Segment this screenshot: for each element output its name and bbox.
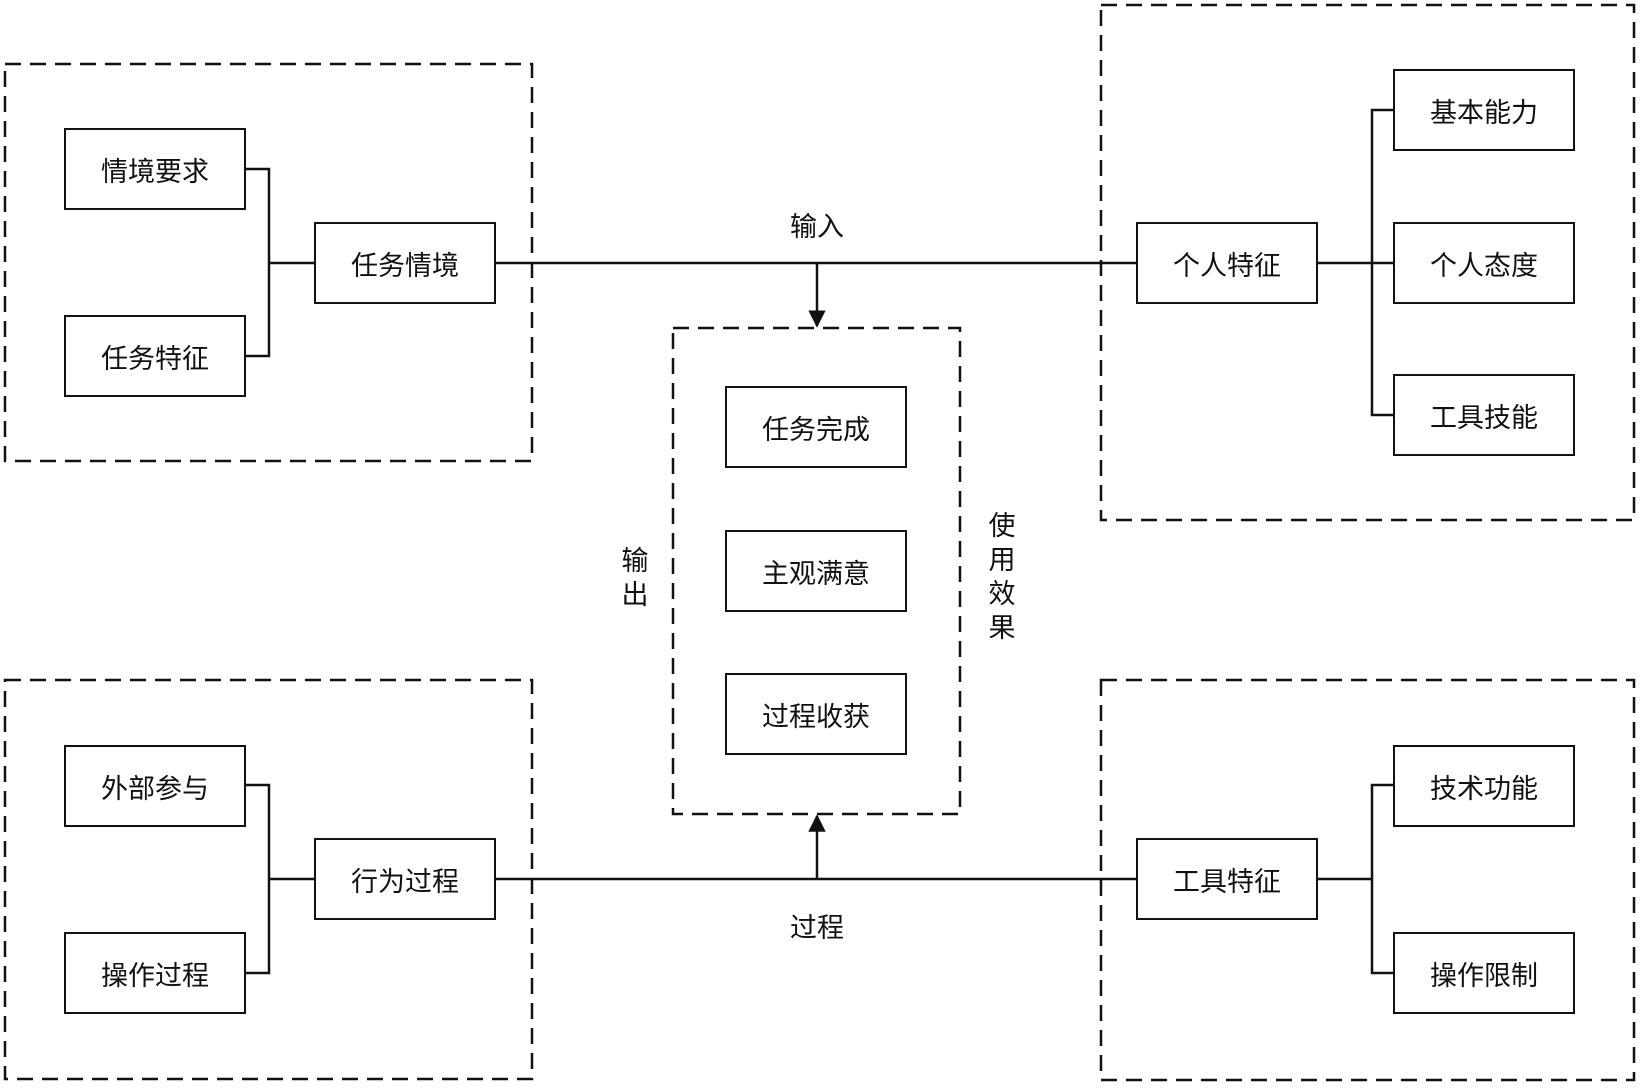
node-behavior-process: 行为过程 bbox=[314, 838, 496, 920]
node-basic-ability: 基本能力 bbox=[1393, 69, 1575, 151]
tool-bracket bbox=[1318, 783, 1393, 975]
node-personal-attitude: 个人态度 bbox=[1393, 222, 1575, 304]
node-technical-function: 技术功能 bbox=[1393, 745, 1575, 827]
group-effect-frame bbox=[671, 326, 962, 816]
behavior-bracket bbox=[246, 783, 314, 975]
node-task-feature: 任务特征 bbox=[64, 315, 246, 397]
process-label: 过程 bbox=[790, 913, 844, 944]
node-process-gain: 过程收获 bbox=[725, 673, 907, 755]
node-external-participation: 外部参与 bbox=[64, 745, 246, 827]
personal-bracket bbox=[1318, 108, 1393, 417]
node-tool-feature: 工具特征 bbox=[1136, 838, 1318, 920]
usage-effect-label: 使用效果 bbox=[988, 511, 1016, 644]
task-context-bracket bbox=[246, 167, 314, 358]
input-label: 输入 bbox=[790, 212, 844, 243]
node-personal-feature: 个人特征 bbox=[1136, 222, 1318, 304]
node-task-completion: 任务完成 bbox=[725, 386, 907, 468]
node-task-context: 任务情境 bbox=[314, 222, 496, 304]
node-tool-skill: 工具技能 bbox=[1393, 374, 1575, 456]
node-subjective-satisfaction: 主观满意 bbox=[725, 530, 907, 612]
output-label: 输出 bbox=[621, 546, 649, 611]
node-situation-requirement: 情境要求 bbox=[64, 128, 246, 210]
node-operation-process: 操作过程 bbox=[64, 932, 246, 1014]
node-operation-limit: 操作限制 bbox=[1393, 932, 1575, 1014]
